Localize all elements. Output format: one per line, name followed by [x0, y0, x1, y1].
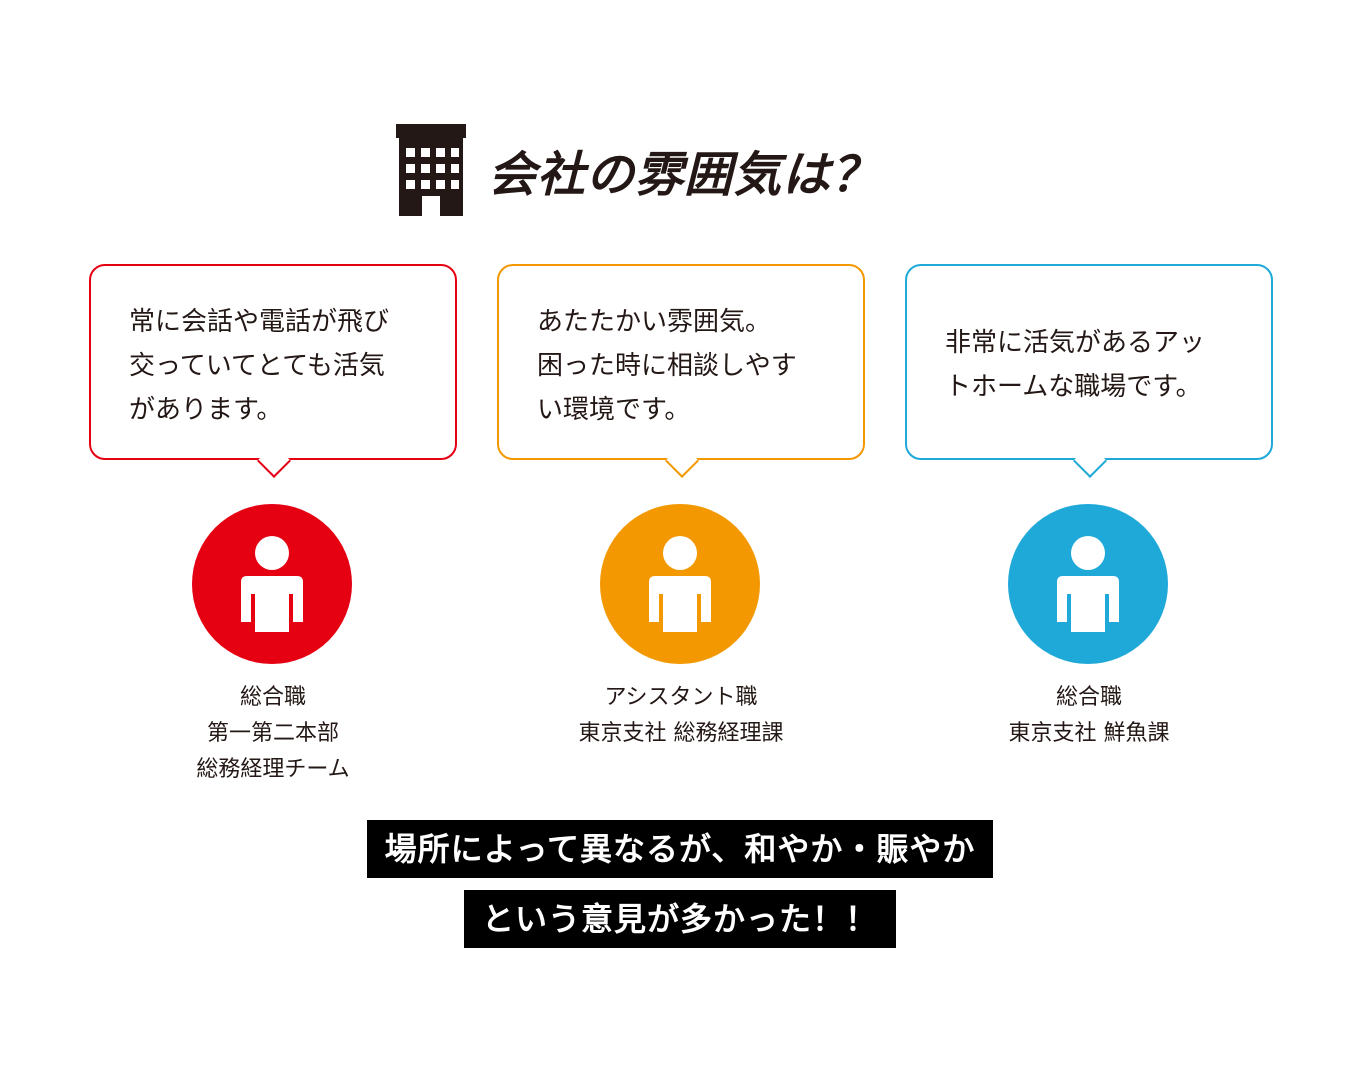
summary-banner-2: という意見が多かった！！	[0, 890, 1360, 948]
summary-banner-1: 場所によって異なるが、和やか・賑やか	[0, 820, 1360, 878]
comment-line: トホームな職場です。	[945, 372, 1202, 402]
avatar-3	[1008, 504, 1168, 664]
person-icon	[241, 536, 303, 632]
role-2: アシスタント職 東京支社 総務経理課	[497, 680, 865, 752]
person-icon	[1057, 536, 1119, 632]
role-3: 総合職 東京支社 鮮魚課	[905, 680, 1273, 752]
role-line: 東京支社 鮮魚課	[1008, 721, 1170, 746]
person-icon	[649, 536, 711, 632]
role-line: 総合職	[239, 685, 306, 710]
comment-line: 非常に活気があるアッ	[945, 328, 1206, 358]
role-line: 総務経理チーム	[196, 757, 350, 782]
comment-line: 常に会話や電話が飛び	[129, 307, 390, 337]
avatar-1	[192, 504, 352, 664]
bubble-tail	[1073, 444, 1107, 478]
role-line: アシスタント職	[604, 685, 758, 710]
comment-bubble-1: 常に会話や電話が飛び 交っていてとても活気 があります。	[89, 264, 457, 478]
comment-line: い環境です。	[537, 395, 691, 425]
comment-line: があります。	[129, 395, 283, 425]
page-title: 会社の雰囲気は？	[396, 124, 880, 216]
bubble-tail	[665, 444, 699, 478]
role-line: 第一第二本部	[206, 721, 339, 746]
role-1: 総合職 第一第二本部 総務経理チーム	[89, 680, 457, 788]
comment-line: 交っていてとても活気	[129, 351, 385, 381]
role-line: 総合職	[1055, 685, 1122, 710]
role-line: 東京支社 総務経理課	[578, 721, 784, 746]
comment-line: あたたかい雰囲気。	[537, 307, 772, 337]
page-title-text: 会社の雰囲気は？	[488, 147, 881, 203]
avatar-2	[600, 504, 760, 664]
comment-line: 困った時に相談しやす	[537, 351, 797, 381]
summary-line-1: 場所によって異なるが、和やか・賑やか	[366, 820, 994, 878]
summary-line-2: という意見が多かった！！	[463, 890, 896, 948]
comment-bubble-3: 非常に活気があるアッ トホームな職場です。	[905, 264, 1273, 478]
building-icon	[396, 124, 466, 216]
bubble-tail	[257, 444, 291, 478]
comment-bubble-2: あたたかい雰囲気。 困った時に相談しやす い環境です。	[497, 264, 865, 478]
